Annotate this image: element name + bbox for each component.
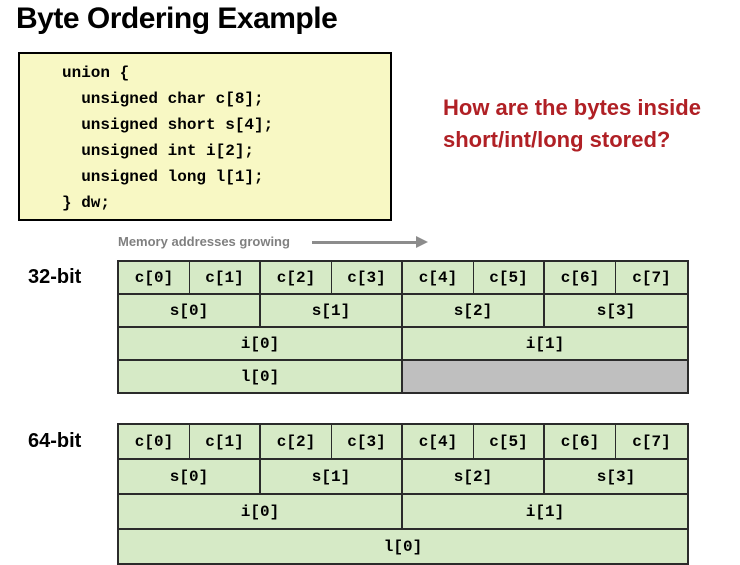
byte-cell: c[2] <box>261 425 332 458</box>
byte-row: i[0]i[1] <box>119 493 687 528</box>
byte-row: s[0]s[1]s[2]s[3] <box>119 458 687 493</box>
byte-cell: s[0] <box>119 460 261 493</box>
byte-cell: c[3] <box>332 425 403 458</box>
page-title: Byte Ordering Example <box>16 2 338 35</box>
byte-cell: l[0] <box>119 361 403 392</box>
code-line: union { <box>62 64 130 82</box>
code-line: } dw; <box>62 194 111 212</box>
code-line: unsigned char c[8]; <box>62 90 264 108</box>
byte-cell: s[2] <box>403 295 545 326</box>
byte-row: c[0]c[1]c[2]c[3]c[4]c[5]c[6]c[7] <box>119 262 687 293</box>
byte-cell: s[0] <box>119 295 261 326</box>
union-code-box: union { unsigned char c[8]; unsigned sho… <box>18 52 392 221</box>
byte-cell: c[2] <box>261 262 332 293</box>
byte-cell: c[6] <box>545 262 616 293</box>
code-line: unsigned int i[2]; <box>62 142 255 160</box>
byte-cell: l[0] <box>119 530 687 563</box>
memory-addresses-label: Memory addresses growing <box>118 234 290 249</box>
byte-cell: s[1] <box>261 460 403 493</box>
byte-cell: c[1] <box>190 425 261 458</box>
byte-cell: i[0] <box>119 495 403 528</box>
byte-cell: i[1] <box>403 328 687 359</box>
byte-cell: c[4] <box>403 425 474 458</box>
byte-cell: i[0] <box>119 328 403 359</box>
memory-arrow-line <box>312 241 418 244</box>
byte-cell: i[1] <box>403 495 687 528</box>
memory-arrow-head-icon <box>416 236 428 248</box>
byte-cell: c[6] <box>545 425 616 458</box>
byte-cell: c[7] <box>616 262 687 293</box>
byte-cell: c[5] <box>474 425 545 458</box>
byte-cell: c[0] <box>119 425 190 458</box>
byte-table-32-bit: c[0]c[1]c[2]c[3]c[4]c[5]c[6]c[7]s[0]s[1]… <box>117 260 689 394</box>
byte-row: i[0]i[1] <box>119 326 687 359</box>
byte-cell: s[3] <box>545 295 687 326</box>
byte-cell: c[7] <box>616 425 687 458</box>
byte-row: l[0] <box>119 359 687 392</box>
byte-cell: s[3] <box>545 460 687 493</box>
byte-cell: c[1] <box>190 262 261 293</box>
byte-table-64-bit: c[0]c[1]c[2]c[3]c[4]c[5]c[6]c[7]s[0]s[1]… <box>117 423 689 565</box>
byte-cell: s[1] <box>261 295 403 326</box>
byte-row: s[0]s[1]s[2]s[3] <box>119 293 687 326</box>
byte-cell: c[5] <box>474 262 545 293</box>
byte-row: l[0] <box>119 528 687 563</box>
byte-cell: c[0] <box>119 262 190 293</box>
question-text: How are the bytes inside short/int/long … <box>443 92 701 156</box>
byte-cell: c[3] <box>332 262 403 293</box>
diagram-label-64-bit: 64-bit <box>28 430 82 452</box>
byte-cell: s[2] <box>403 460 545 493</box>
byte-cell: c[4] <box>403 262 474 293</box>
question-line-2: short/int/long stored? <box>443 127 671 152</box>
byte-row: c[0]c[1]c[2]c[3]c[4]c[5]c[6]c[7] <box>119 425 687 458</box>
code-line: unsigned long l[1]; <box>62 168 264 186</box>
code-line: unsigned short s[4]; <box>62 116 274 134</box>
question-line-1: How are the bytes inside <box>443 95 701 120</box>
padding-cell <box>403 361 687 392</box>
diagram-label-32-bit: 32-bit <box>28 266 82 288</box>
